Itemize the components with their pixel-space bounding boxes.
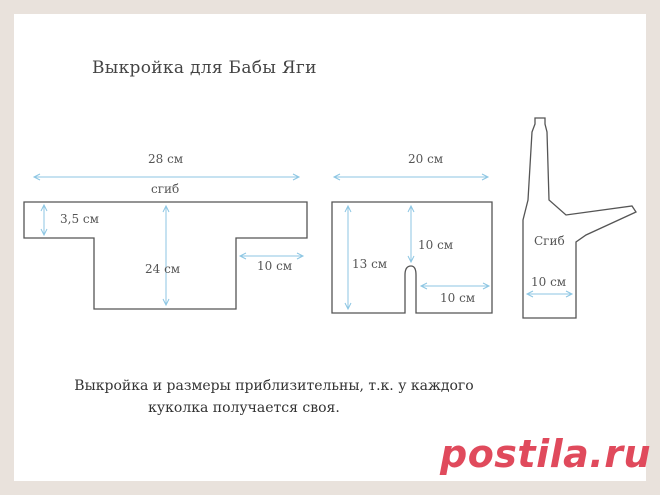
skirt-height-label: 13 см: [352, 257, 387, 271]
skirt-piece: 20 см 13 см 10 см 10 см: [331, 152, 493, 314]
note-line-1: Выкройка и размеры приблизительны, т.к. …: [74, 378, 474, 394]
sleeve-outline: [522, 117, 637, 319]
skirt-slit-label: 10 см: [418, 238, 453, 252]
body-fold-label: сгиб: [151, 182, 179, 196]
note-line-2: куколка получается своя.: [148, 400, 340, 416]
body-width-label: 28 см: [148, 152, 183, 166]
sleeve-width-label: 10 см: [531, 275, 566, 289]
body-height-label: 24 см: [145, 262, 180, 276]
body-cut-label: 10 см: [257, 259, 292, 273]
note-text: Выкройка и размеры приблизительны, т.к. …: [34, 375, 514, 419]
skirt-width-label: 20 см: [408, 152, 443, 166]
skirt-bottom-label: 10 см: [440, 291, 475, 305]
body-piece: 28 см сгиб 3,5 см 24 см 10 см: [23, 152, 308, 310]
sleeve-fold-label: Сгиб: [534, 234, 565, 248]
sleeve-piece: Сгиб 10 см: [522, 117, 637, 319]
watermark-logo: postila.ru: [440, 432, 652, 476]
page-title: Выкройка для Бабы Яги: [92, 58, 317, 78]
body-sleeve-height-label: 3,5 см: [60, 212, 99, 226]
body-outline: [23, 201, 308, 310]
skirt-outline: [331, 201, 493, 314]
